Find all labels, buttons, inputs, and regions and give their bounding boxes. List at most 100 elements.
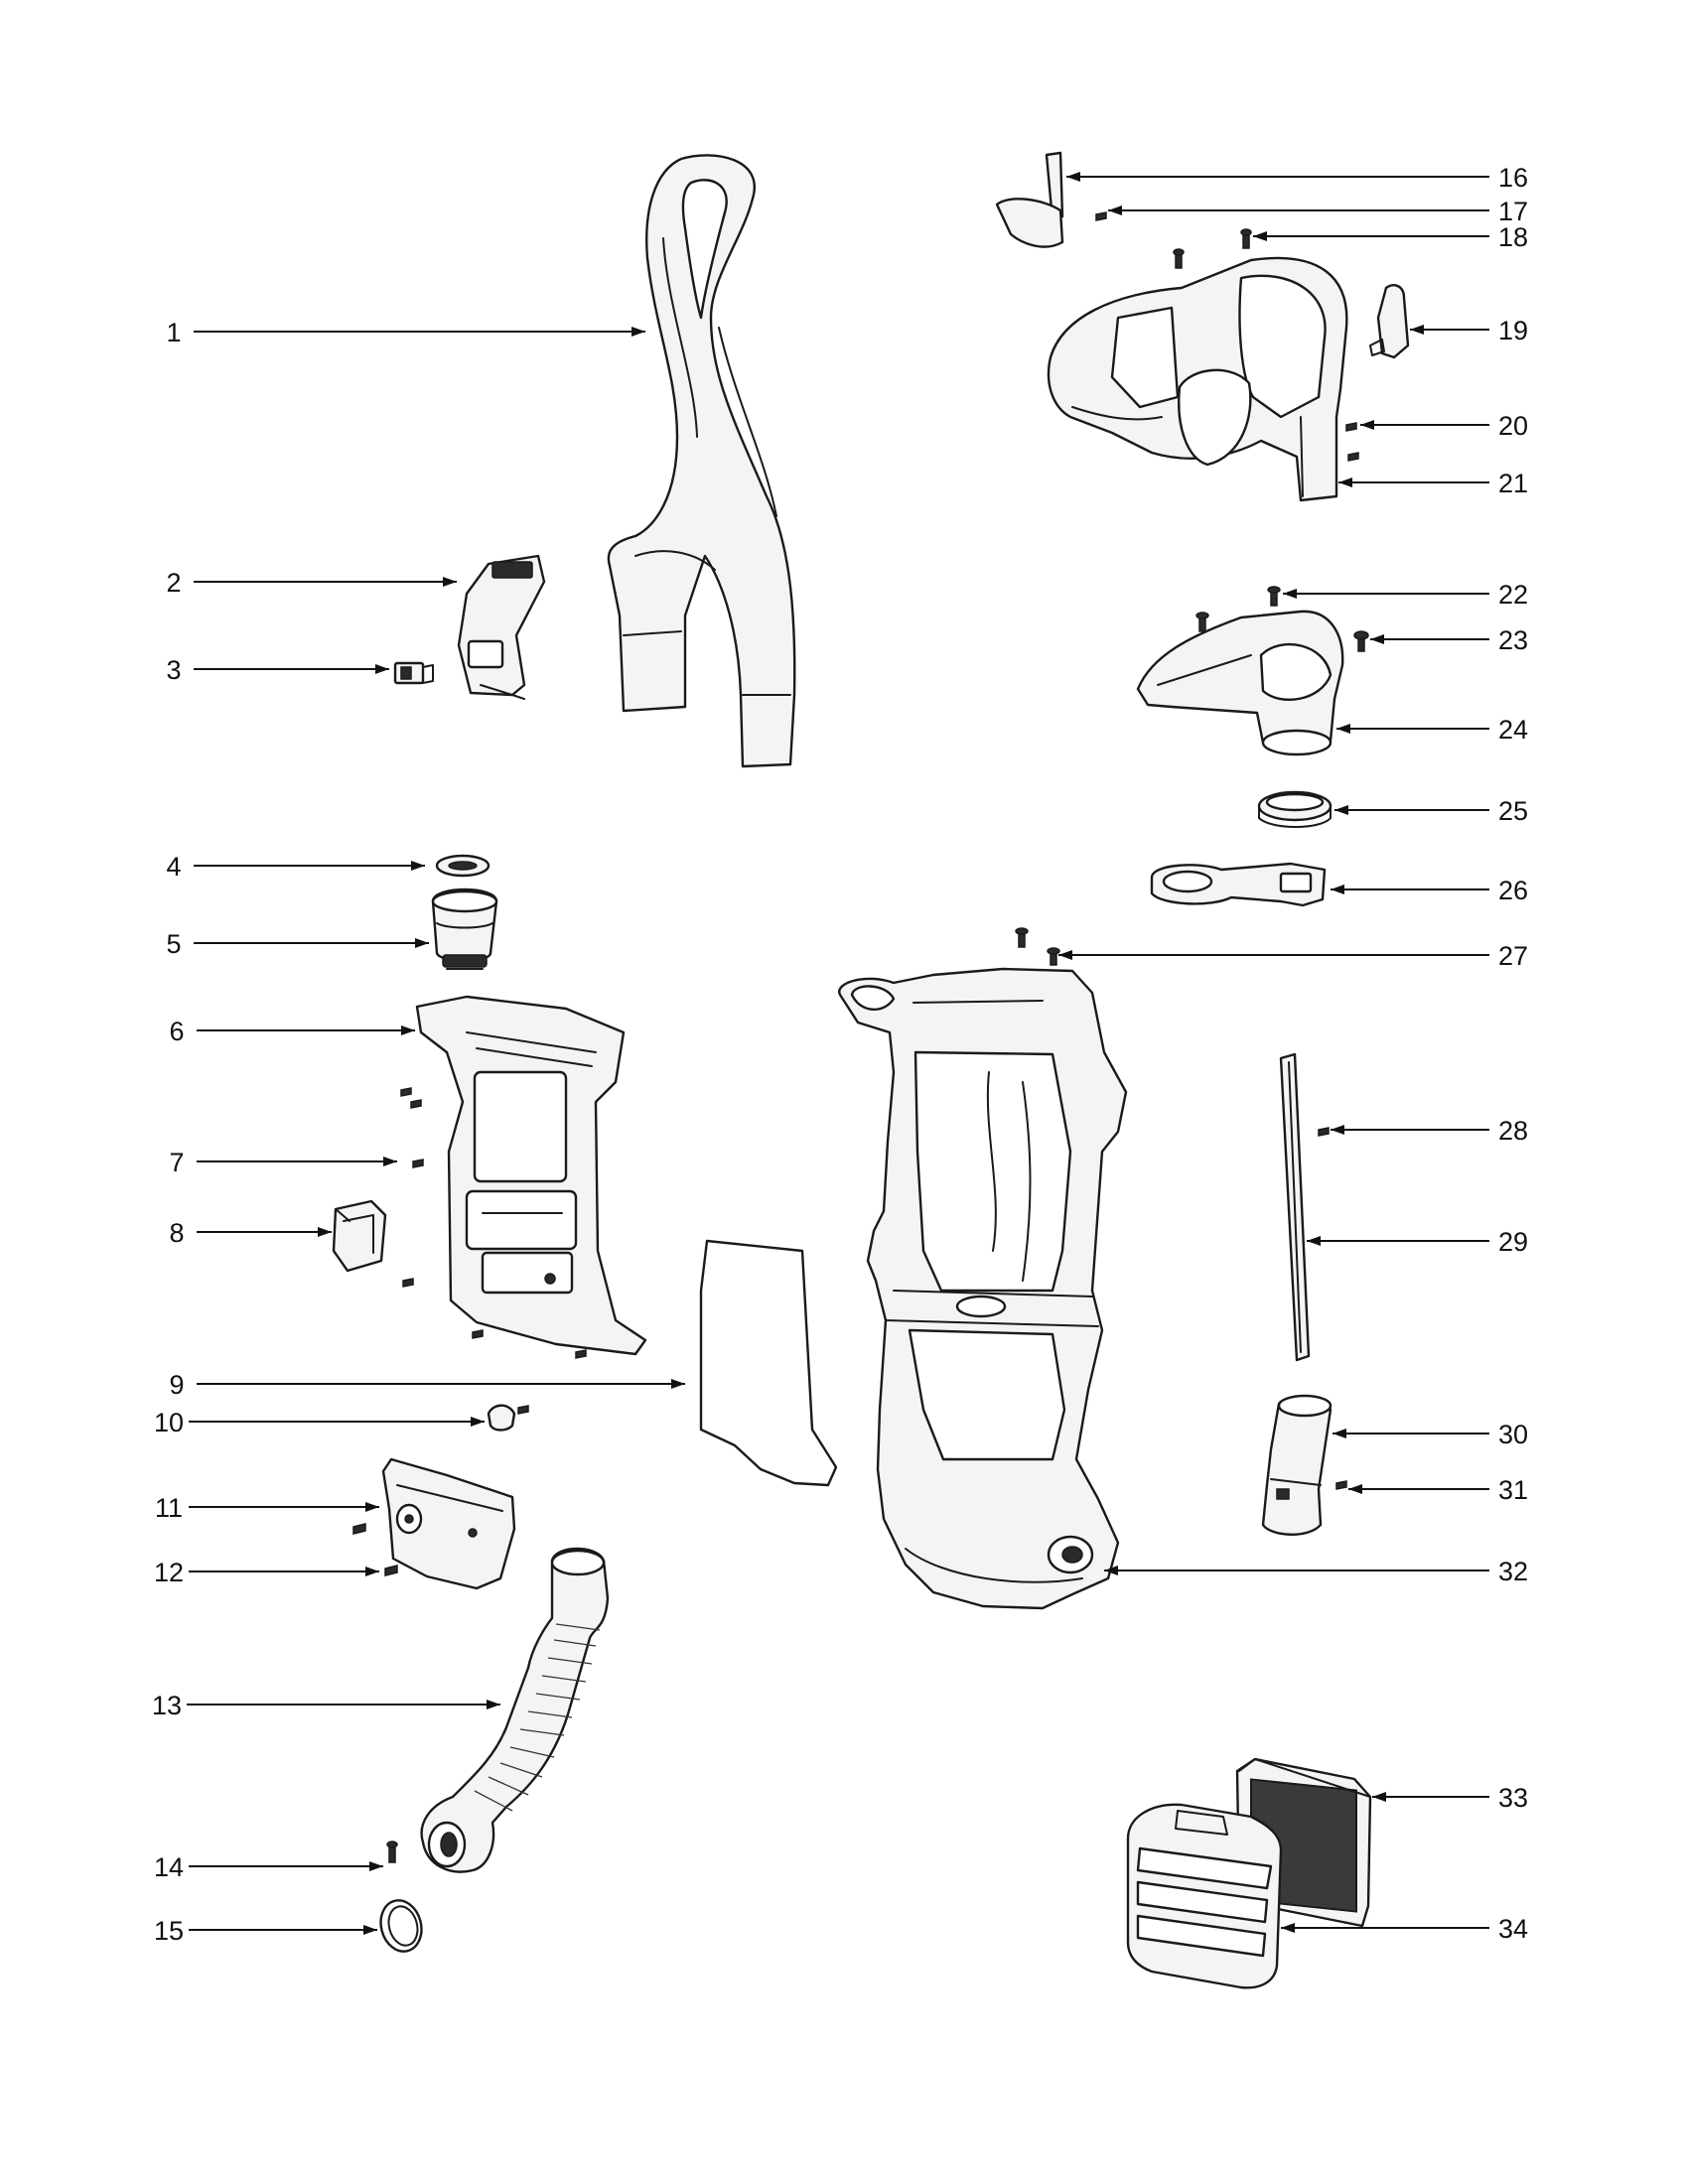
part-24-duct <box>1136 610 1344 756</box>
screws-7 <box>400 1087 587 1359</box>
part-1-handle <box>607 154 796 768</box>
callout-30: 30 <box>1498 1420 1528 1449</box>
callout-12: 12 <box>154 1558 184 1587</box>
leader-arrow-12 <box>365 1567 379 1576</box>
callout-10: 10 <box>154 1408 184 1437</box>
part-5-inlet-cup <box>431 887 498 970</box>
part-3-switch <box>393 661 434 685</box>
leader-arrow-32 <box>1104 1566 1118 1575</box>
callout-31: 31 <box>1498 1475 1528 1505</box>
part-29-strip <box>1279 1052 1311 1362</box>
screws-17-18-20 <box>1095 211 1359 462</box>
part-8-bracket <box>332 1199 387 1273</box>
callout-8: 8 <box>169 1218 184 1248</box>
leader-arrow-21 <box>1338 478 1352 487</box>
part-14-screw <box>386 1841 398 1863</box>
leader-arrow-11 <box>365 1502 379 1512</box>
part-6-front-cover <box>415 995 647 1356</box>
callout-labels: 1 2 3 4 5 6 7 8 9 10 11 12 13 14 15 16 1… <box>152 163 1528 1946</box>
part-19-latch <box>1369 284 1410 359</box>
part-26-plate <box>1150 862 1327 907</box>
leader-arrow-8 <box>318 1227 332 1237</box>
part-34-filter-cover <box>1126 1803 1283 1989</box>
leader-arrow-18 <box>1253 231 1267 241</box>
callout-34: 34 <box>1498 1914 1528 1944</box>
callout-15: 15 <box>154 1916 184 1946</box>
part-21-upper-housing <box>1047 256 1348 502</box>
leader-arrow-3 <box>375 664 389 674</box>
callout-2: 2 <box>166 568 181 598</box>
callout-13: 13 <box>152 1691 182 1720</box>
callout-20: 20 <box>1498 411 1528 441</box>
callout-9: 9 <box>169 1370 184 1400</box>
callout-4: 4 <box>166 852 181 882</box>
leader-arrow-20 <box>1360 420 1374 430</box>
part-10-knob <box>487 1404 529 1432</box>
leader-arrow-25 <box>1334 805 1348 815</box>
part-30-elbow <box>1261 1394 1333 1536</box>
callout-33: 33 <box>1498 1783 1528 1813</box>
callout-16: 16 <box>1498 163 1528 193</box>
leader-arrow-14 <box>369 1861 383 1871</box>
callout-17: 17 <box>1498 197 1528 226</box>
callout-19: 19 <box>1498 316 1528 345</box>
leader-arrow-13 <box>487 1700 500 1709</box>
part-4-gasket <box>435 854 491 878</box>
callout-6: 6 <box>169 1017 184 1046</box>
callout-7: 7 <box>169 1148 184 1177</box>
callout-21: 21 <box>1498 469 1528 498</box>
callout-32: 32 <box>1498 1557 1528 1586</box>
leader-arrow-34 <box>1281 1923 1295 1933</box>
leader-arrow-29 <box>1307 1236 1321 1246</box>
leader-arrow-22 <box>1283 589 1297 599</box>
leader-arrow-23 <box>1370 634 1384 644</box>
callout-27: 27 <box>1498 941 1528 971</box>
leader-arrow-31 <box>1348 1484 1362 1494</box>
screws-27 <box>1015 927 1060 966</box>
leader-arrow-30 <box>1333 1429 1346 1438</box>
part-32-main-body <box>838 967 1128 1610</box>
leader-arrow-2 <box>443 577 457 587</box>
screws-12 <box>352 1523 398 1576</box>
part-25-seal-ring <box>1257 790 1333 828</box>
leader-arrow-19 <box>1410 325 1424 335</box>
part-15-ring <box>379 1899 423 1953</box>
leader-arrow-28 <box>1331 1125 1344 1135</box>
callout-23: 23 <box>1498 625 1528 655</box>
callout-22: 22 <box>1498 580 1528 610</box>
leader-arrow-15 <box>363 1925 377 1935</box>
callout-5: 5 <box>166 929 181 959</box>
part-11-lower-panel <box>381 1457 516 1590</box>
part-28-screw <box>1318 1127 1330 1137</box>
leader-arrow-17 <box>1108 205 1122 215</box>
leader-arrow-26 <box>1331 885 1344 894</box>
leader-arrow-10 <box>471 1417 485 1427</box>
callout-14: 14 <box>154 1852 184 1882</box>
leader-arrow-9 <box>671 1379 685 1389</box>
leader-arrow-33 <box>1372 1792 1386 1802</box>
leader-arrow-16 <box>1066 172 1080 182</box>
part-13-hose <box>420 1547 610 1873</box>
callout-28: 28 <box>1498 1116 1528 1146</box>
leader-arrow-24 <box>1336 724 1350 734</box>
part-2-switch-cover <box>457 554 546 700</box>
callout-24: 24 <box>1498 715 1528 745</box>
leader-arrow-5 <box>415 938 429 948</box>
part-31-screw <box>1335 1480 1347 1490</box>
callout-3: 3 <box>166 655 181 685</box>
callout-29: 29 <box>1498 1227 1528 1257</box>
callout-26: 26 <box>1498 876 1528 905</box>
leader-arrow-1 <box>632 327 645 337</box>
callout-leaders <box>187 172 1489 1935</box>
leader-arrow-7 <box>383 1157 397 1166</box>
callout-1: 1 <box>166 318 181 347</box>
callout-11: 11 <box>155 1493 183 1523</box>
part-16-clip <box>995 151 1064 248</box>
screws-22-23 <box>1195 586 1369 652</box>
callout-18: 18 <box>1498 222 1528 252</box>
leader-arrow-27 <box>1058 950 1072 960</box>
leader-arrow-4 <box>411 861 425 871</box>
leader-arrow-6 <box>401 1025 415 1035</box>
part-9-filter-paper <box>699 1239 838 1487</box>
